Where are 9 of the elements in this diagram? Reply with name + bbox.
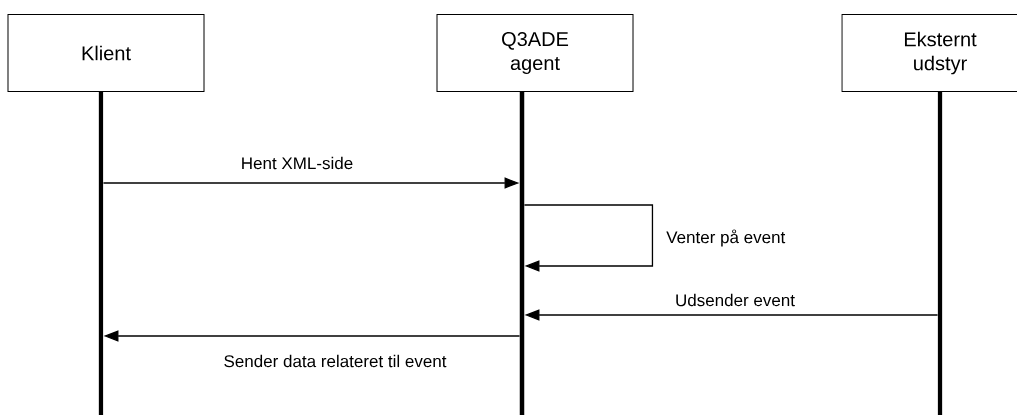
participant-box: Klient xyxy=(7,14,205,92)
edge-label: Udsender event xyxy=(676,293,795,307)
edge-label: Sender data relateret til event xyxy=(224,354,447,368)
edge-label: Hent XML-side xyxy=(242,156,353,170)
edge-label: Venter på event xyxy=(666,229,786,247)
lifeline xyxy=(937,92,943,415)
participant-box: Q3ADE agent xyxy=(436,14,634,92)
participant-box: Eksternt udstyr xyxy=(841,14,1017,92)
arrow xyxy=(523,204,654,272)
